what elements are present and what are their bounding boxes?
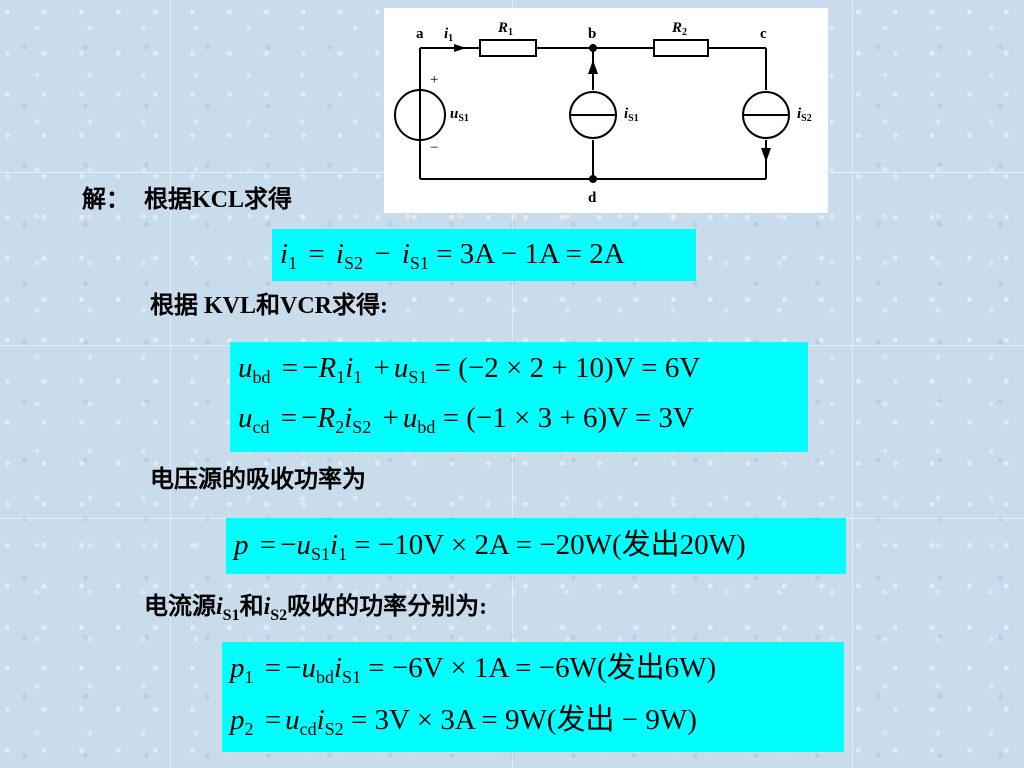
- current-source-is2: [742, 91, 790, 162]
- current-power-equation-p1: p1 =−ubdiS1 = −6V × 1A = −6W(发出6W): [230, 652, 717, 687]
- is1-up-arrow-icon: [588, 60, 598, 74]
- minus-sign: −: [430, 140, 438, 156]
- current-power-label: 电流源iS1和iS2吸收的功率分别为:: [144, 594, 488, 624]
- voltage-power-label: 电压源的吸收功率为: [150, 467, 366, 493]
- node-b-dot: [589, 44, 597, 52]
- voltage-power-equation: p =−uS1i1 = −10V × 2A = −20W(发出20W): [234, 529, 746, 564]
- node-a-label: a: [416, 26, 424, 42]
- background-line: [170, 0, 171, 768]
- current-source-is1: [569, 60, 617, 139]
- kvl-label: 根据 KVL和VCR求得:: [150, 293, 388, 319]
- solution-line: 解： 根据KCL求得: [82, 185, 292, 215]
- node-b-label: b: [588, 26, 596, 42]
- resistor-r1-label: R1: [497, 20, 513, 38]
- resistor-r1: [479, 39, 537, 57]
- node-c-label: c: [760, 26, 767, 42]
- is2-label: iS2: [797, 106, 812, 124]
- us1-label: uS1: [450, 106, 469, 124]
- kcl-label: 根据KCL求得: [144, 187, 293, 213]
- voltage-power-equation-box: p =−uS1i1 = −10V × 2A = −20W(发出20W): [226, 518, 846, 574]
- circuit-schematic: a b c d i1 R1 R2 + − uS1 iS1 iS2: [394, 20, 812, 206]
- kcl-equation-box: i1 = iS2 − iS1 = 3A − 1A = 2A: [272, 229, 696, 281]
- kcl-equation: i1 = iS2 − iS1 = 3A − 1A = 2A: [280, 238, 625, 273]
- current-i1-label: i1: [444, 26, 453, 44]
- resistor-r2: [653, 39, 709, 57]
- solution-label: 解：: [82, 187, 130, 213]
- background-line: [852, 0, 853, 768]
- voltage-source-us1: [394, 89, 446, 141]
- plus-sign: +: [430, 72, 438, 88]
- node-d-dot: [589, 175, 597, 183]
- current-power-equation-box: p1 =−ubdiS1 = −6V × 1A = −6W(发出6W) p2 =u…: [222, 642, 844, 752]
- kvl-equation-box: ubd =−R1i1 +uS1 = (−2 × 2 + 10)V = 6V uc…: [230, 342, 808, 452]
- is1-label: iS1: [624, 106, 639, 124]
- resistor-r2-label: R2: [671, 20, 687, 38]
- kvl-equation-ucd: ucd =−R2iS2 +ubd = (−1 × 3 + 6)V = 3V: [238, 402, 694, 437]
- kvl-equation-ubd: ubd =−R1i1 +uS1 = (−2 × 2 + 10)V = 6V: [238, 352, 701, 387]
- node-d-label: d: [588, 190, 597, 206]
- current-i1-arrow-icon: [454, 44, 466, 52]
- current-power-equation-p2: p2 =ucdiS2 = 3V × 3A = 9W(发出 − 9W): [230, 704, 697, 739]
- is2-down-arrow-icon: [761, 148, 771, 162]
- circuit-diagram: a b c d i1 R1 R2 + − uS1 iS1 iS2: [384, 8, 828, 213]
